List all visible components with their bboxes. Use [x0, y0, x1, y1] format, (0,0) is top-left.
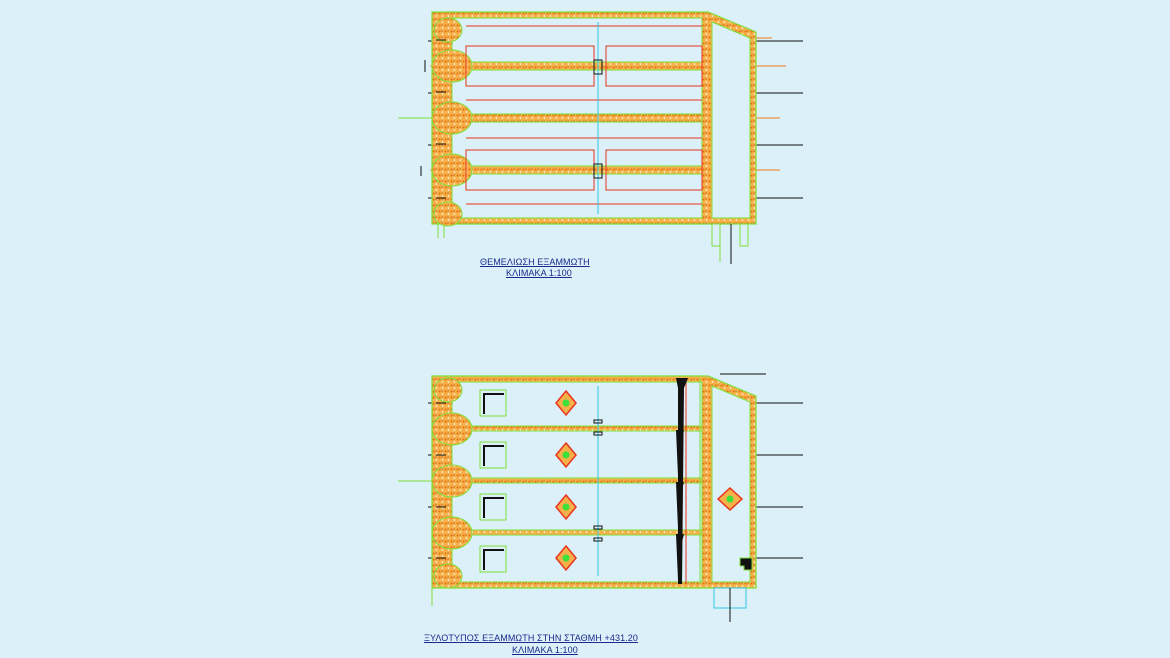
column: [479, 545, 507, 573]
wall-section-bottom: [676, 378, 753, 584]
marker: [555, 544, 577, 572]
top-plan-title: ΘΕΜΕΛΙΩΣΗ ΕΞΑΜΜΩΤΗ: [480, 257, 590, 267]
column: [479, 441, 507, 469]
marker: [555, 389, 577, 417]
joints-top: [593, 59, 603, 179]
column-markers-bottom: [555, 389, 744, 572]
columns-bottom: [479, 389, 507, 573]
pile-caps-top: [431, 17, 473, 227]
formwork-plan: [398, 373, 803, 622]
column: [479, 389, 507, 417]
column: [479, 493, 507, 521]
joints-bottom: [593, 419, 603, 542]
left-ticks-bottom: [436, 402, 446, 559]
bottom-plan-title: ΞΥΛΟΤΥΠΟΣ ΕΞΑΜΜΩΤΗ ΣΤΗΝ ΣΤΑΘΜΗ +431.20: [424, 633, 638, 643]
left-ticks-top: [420, 39, 446, 199]
marker: [716, 486, 744, 512]
marker: [555, 493, 577, 521]
marker: [555, 441, 577, 469]
foundation-plan: [398, 11, 803, 264]
pile-caps-bottom: [431, 377, 473, 589]
top-plan-scale: ΚΛΙΜΑΚΑ 1:100: [506, 268, 572, 278]
bottom-plan-scale: ΚΛΙΜΑΚΑ 1:100: [512, 645, 578, 655]
